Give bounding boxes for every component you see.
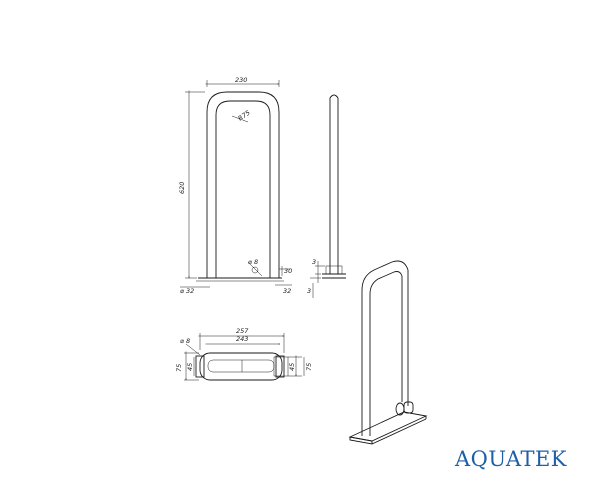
front-foot-width-dim: 32 (283, 287, 291, 295)
top-hole-dim: ⌀ 8 (180, 337, 190, 345)
top-outer-length-dim: 257 (236, 327, 249, 335)
brand-logo: AQUATEK (455, 447, 567, 471)
side-top-dim: 3 (312, 258, 316, 266)
top-inner-length-dim: 243 (236, 335, 248, 343)
front-width-dim: 230 (235, 76, 247, 84)
side-view (310, 94, 346, 298)
front-radius-dim: R75 (237, 109, 252, 123)
side-base-dim: 3 (307, 287, 311, 295)
front-height-dim: 620 (178, 182, 186, 194)
top-view (184, 333, 305, 381)
front-view (180, 80, 292, 288)
front-hole-diameter-dim: ⌀ 8 (248, 258, 258, 266)
isometric-view[interactable] (348, 260, 428, 445)
top-plate-width-dim: 75 (305, 363, 313, 371)
top-width-left-dim: 75 (175, 364, 183, 372)
top-width-right-dim: 45 (288, 363, 296, 371)
front-tube-diameter-dim: ⌀ 32 (180, 287, 194, 295)
front-foot-offset-dim: 30 (284, 267, 292, 275)
top-width-inner-dim: 45 (186, 363, 194, 371)
